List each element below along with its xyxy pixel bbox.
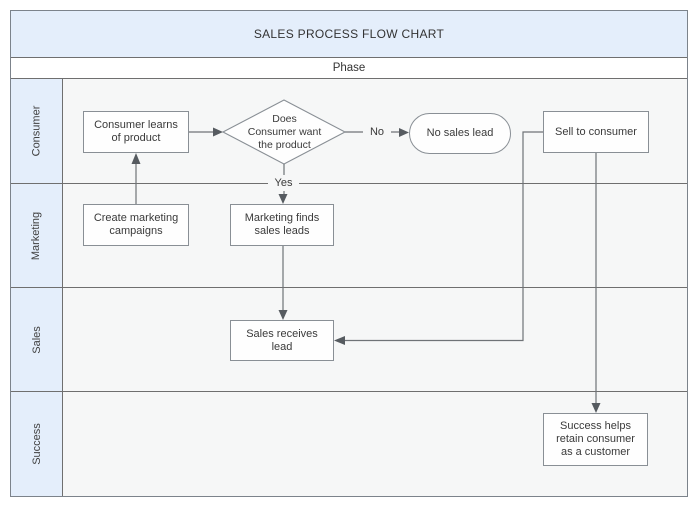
lane-sales-body bbox=[63, 288, 687, 391]
lane-consumer-label: Consumer bbox=[30, 105, 43, 157]
lane-sales-label: Sales bbox=[30, 325, 43, 354]
phase-header: Phase bbox=[11, 58, 687, 79]
lane-marketing-header: Marketing bbox=[11, 184, 63, 287]
lane-success-header: Success bbox=[11, 392, 63, 496]
node-marketing-finds-label: Marketing finds sales leads bbox=[244, 212, 320, 237]
node-consumer-learns-label: Consumer learns of product bbox=[94, 119, 178, 144]
node-create-marketing-label: Create marketing campaigns bbox=[93, 212, 179, 237]
lane-success-label: Success bbox=[30, 423, 43, 465]
node-sales-receives[interactable]: Sales receives lead bbox=[230, 320, 334, 361]
lane-sales: Sales bbox=[11, 288, 687, 392]
chart-title: SALES PROCESS FLOW CHART bbox=[253, 27, 445, 41]
edge-label-yes: Yes bbox=[268, 175, 299, 191]
lane-consumer-header: Consumer bbox=[11, 79, 63, 183]
node-no-sales-lead-label: No sales lead bbox=[426, 127, 494, 139]
node-sell-to-consumer[interactable]: Sell to consumer bbox=[543, 111, 649, 153]
node-consumer-learns[interactable]: Consumer learns of product bbox=[83, 111, 189, 153]
flowchart-canvas: SALES PROCESS FLOW CHART Phase Consumer … bbox=[10, 10, 688, 497]
node-sell-to-consumer-label: Sell to consumer bbox=[555, 125, 637, 138]
node-no-sales-lead[interactable]: No sales lead bbox=[409, 113, 511, 154]
chart-title-bar: SALES PROCESS FLOW CHART bbox=[11, 11, 687, 58]
node-success-helps-label: Success helps retain consumer as a custo… bbox=[556, 420, 635, 458]
node-success-helps[interactable]: Success helps retain consumer as a custo… bbox=[543, 413, 648, 466]
node-decision-label: Does Consumer want the product bbox=[247, 112, 322, 151]
node-sales-receives-label: Sales receives lead bbox=[246, 327, 318, 353]
lane-marketing-label: Marketing bbox=[30, 211, 43, 260]
lane-sales-header: Sales bbox=[11, 288, 63, 391]
node-marketing-finds[interactable]: Marketing finds sales leads bbox=[230, 204, 334, 246]
edge-label-no: No bbox=[363, 124, 391, 140]
phase-label: Phase bbox=[332, 62, 366, 74]
node-create-marketing[interactable]: Create marketing campaigns bbox=[83, 204, 189, 246]
